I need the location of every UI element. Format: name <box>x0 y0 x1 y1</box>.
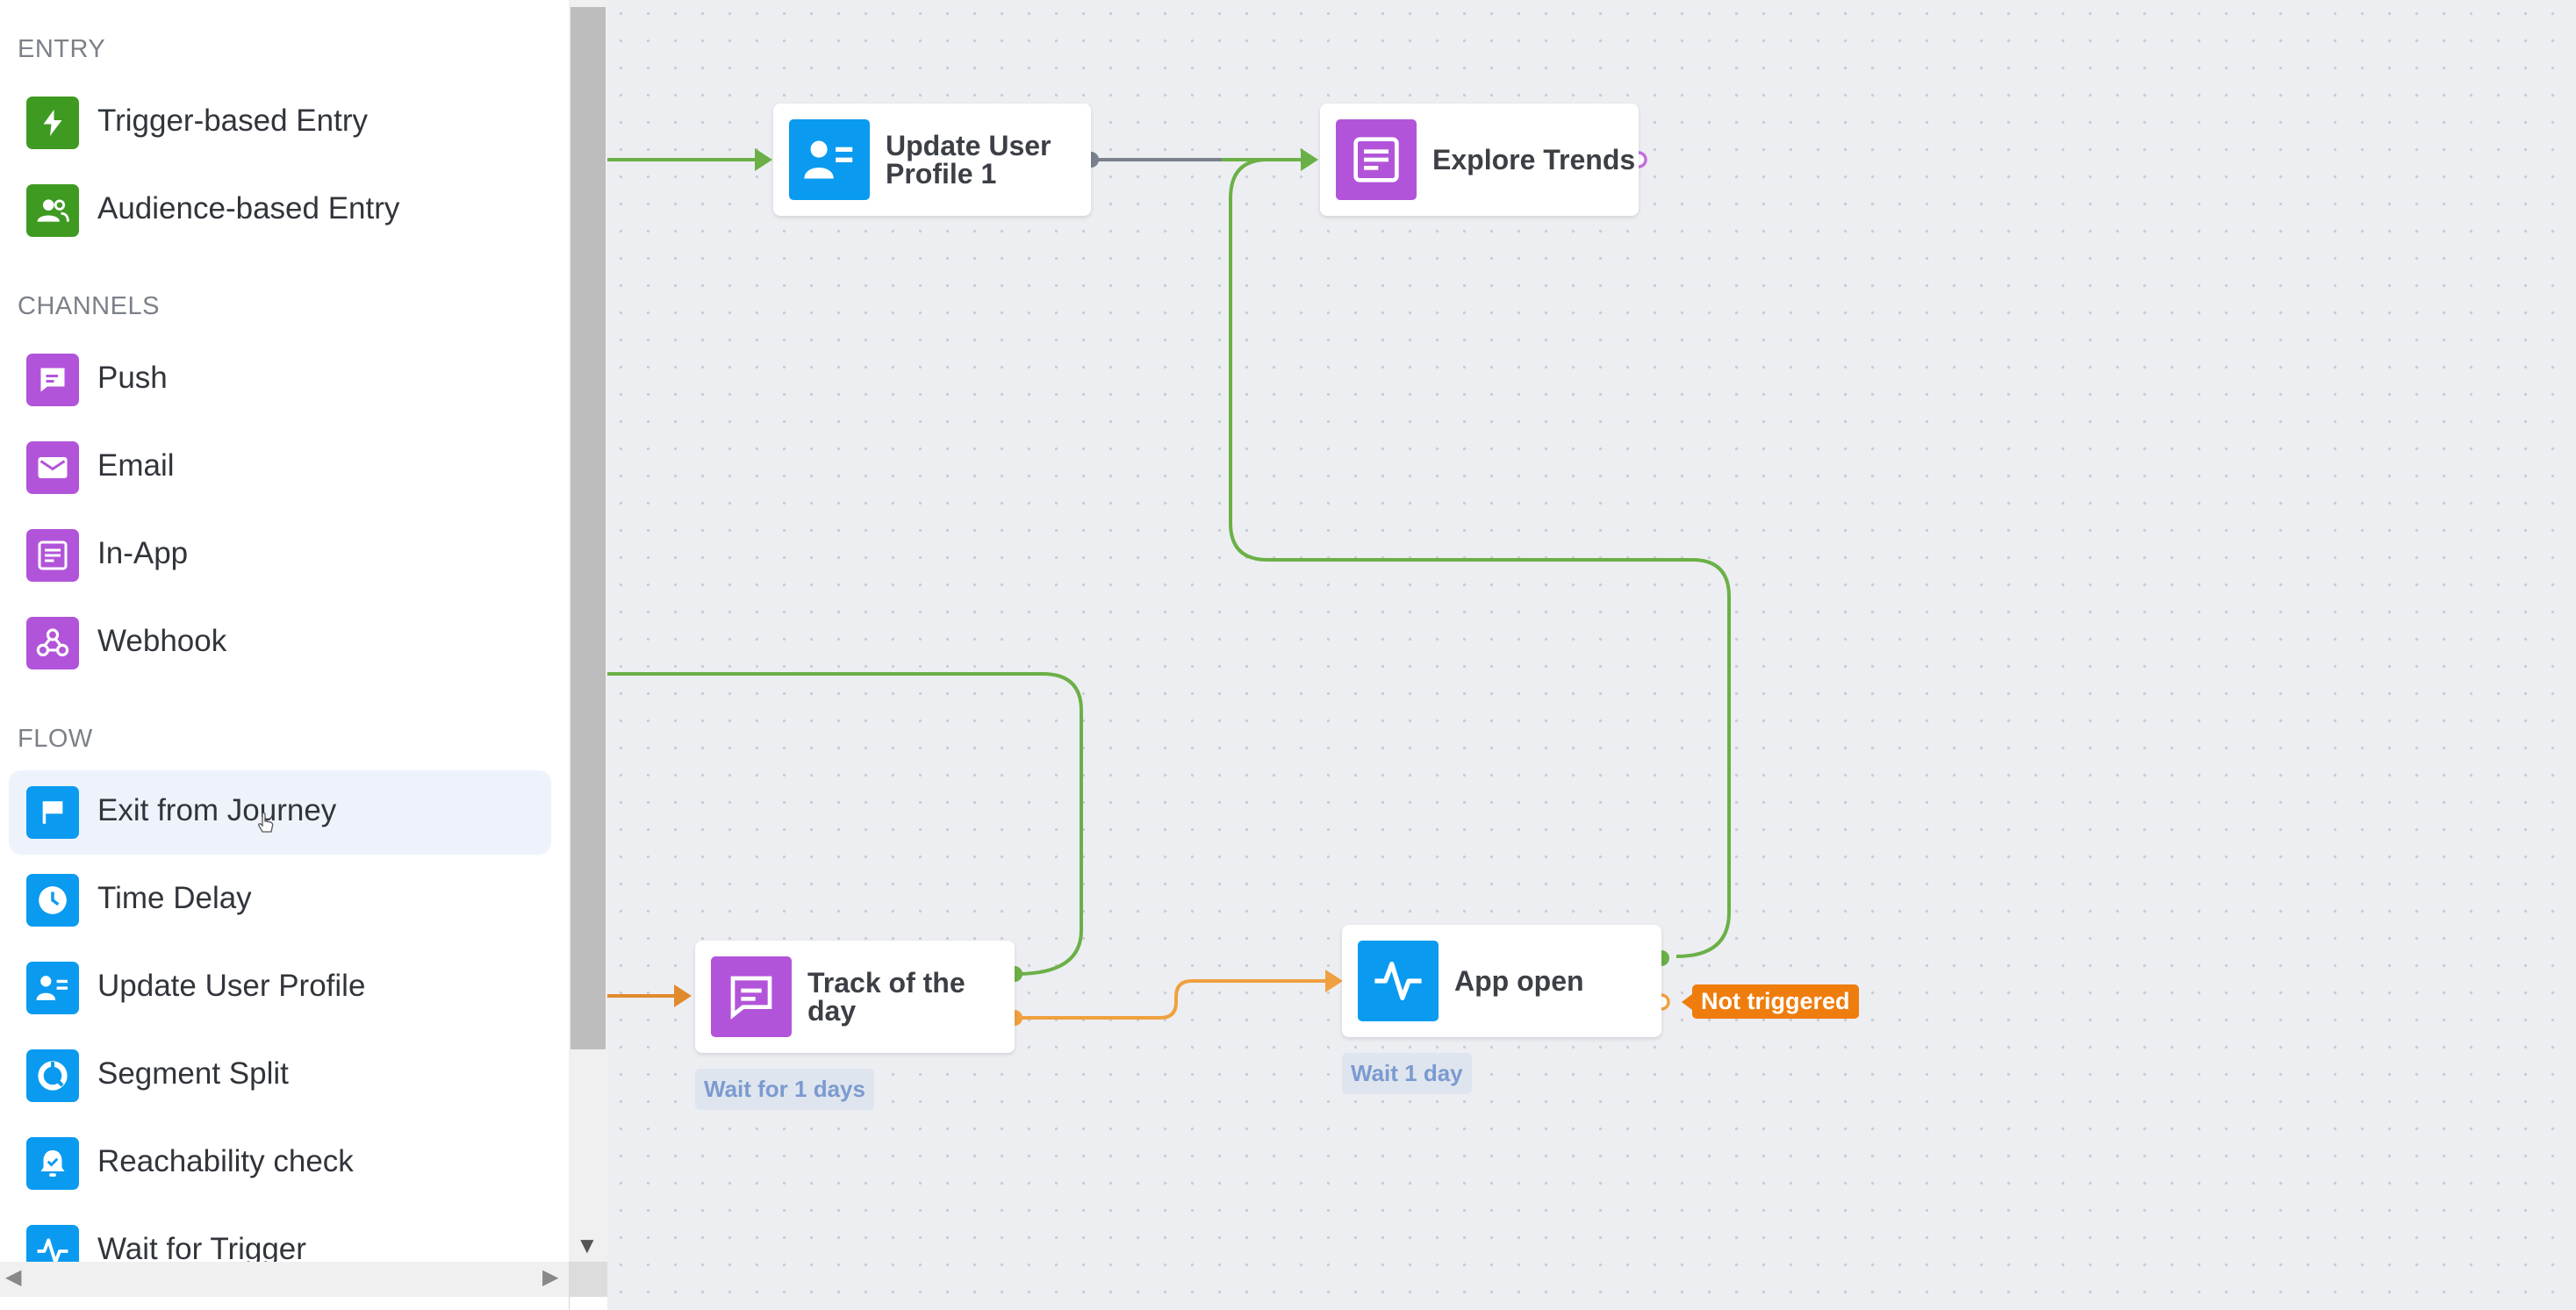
palette-item-label: Audience-based Entry <box>97 191 400 225</box>
arrowhead-icon <box>755 148 772 171</box>
segment-split-icon <box>26 1049 79 1102</box>
node-explore-trends[interactable]: Explore Trends <box>1320 104 1639 216</box>
palette-item-in-app[interactable]: In-App <box>9 513 551 598</box>
user-profile-icon <box>26 962 79 1014</box>
node-track-of-the-day[interactable]: Track of the day <box>695 941 1015 1053</box>
wait-badge: Wait for 1 days <box>695 1069 874 1110</box>
clock-icon <box>26 874 79 927</box>
connection-track-of-day-yes[interactable] <box>607 672 1083 976</box>
push-icon <box>26 354 79 406</box>
user-profile-icon <box>789 119 870 200</box>
node-update-user-profile[interactable]: Update User Profile 1 <box>773 104 1091 216</box>
palette-item-audience-based-entry[interactable]: Audience-based Entry <box>9 168 551 253</box>
in-app-icon <box>1336 119 1417 200</box>
palette-item-wait-for-trigger[interactable]: Wait for Trigger <box>9 1209 551 1293</box>
palette-item-trigger-based-entry[interactable]: Trigger-based Entry <box>9 81 551 165</box>
node-app-open[interactable]: App open <box>1342 925 1661 1037</box>
palette-item-label: Wait for Trigger <box>97 1232 306 1266</box>
palette-item-exit-from-journey[interactable]: Exit from Journey <box>9 770 551 855</box>
palette-item-time-delay[interactable]: Time Delay <box>9 858 551 942</box>
audience-icon <box>26 184 79 237</box>
section-heading-channels: CHANNELS <box>18 292 160 320</box>
scroll-down-arrow-icon[interactable]: ▼ <box>576 1232 599 1258</box>
palette-item-reachability-check[interactable]: Reachability check <box>9 1121 551 1206</box>
sidebar-horizontal-scrollbar[interactable] <box>0 1262 569 1297</box>
palette-item-webhook[interactable]: Webhook <box>9 601 551 685</box>
arrowhead-icon <box>1301 148 1318 171</box>
in-app-icon <box>26 529 79 582</box>
email-icon <box>26 441 79 494</box>
node-title-line1: Track of the <box>807 967 965 999</box>
webhook-icon <box>26 617 79 669</box>
arrowhead-icon <box>674 984 692 1007</box>
section-heading-flow: FLOW <box>18 725 93 753</box>
hand-cursor-icon <box>258 812 274 833</box>
node-title-line1: Update User <box>886 130 1051 161</box>
palette-item-label: Trigger-based Entry <box>97 104 368 138</box>
palette-item-label: Push <box>97 361 168 395</box>
palette-item-label: Webhook <box>97 624 227 658</box>
palette-item-push[interactable]: Push <box>9 338 551 422</box>
arrowhead-icon <box>1325 970 1343 992</box>
node-title-line2: day <box>807 995 857 1027</box>
push-icon <box>711 956 792 1037</box>
not-triggered-badge[interactable]: Not triggered <box>1682 984 1859 1019</box>
connection-app-open-yes-to-explore-trends[interactable] <box>1229 158 1731 958</box>
palette-item-label: Segment Split <box>97 1056 289 1091</box>
journey-canvas[interactable]: Update User Profile 1 Explore Trends Tra… <box>607 0 2576 1310</box>
node-palette-sidebar: ENTRY Trigger-based Entry Audience-based… <box>0 0 570 1310</box>
palette-item-label: Time Delay <box>97 881 252 915</box>
flag-icon <box>26 786 79 839</box>
lightning-icon <box>26 97 79 149</box>
palette-item-label: In-App <box>97 536 189 570</box>
wait-badge: Wait 1 day <box>1342 1053 1472 1094</box>
palette-item-label: Email <box>97 448 175 483</box>
scrollbar-corner <box>569 1262 607 1297</box>
palette-item-label: Exit from Journey <box>97 793 337 827</box>
section-heading-entry: ENTRY <box>18 35 106 63</box>
node-title: Explore Trends <box>1432 144 1636 175</box>
palette-item-segment-split[interactable]: Segment Split <box>9 1034 551 1118</box>
palette-item-label: Reachability check <box>97 1144 354 1178</box>
bell-check-icon <box>26 1137 79 1190</box>
palette-item-update-user-profile[interactable]: Update User Profile <box>9 946 551 1030</box>
node-title: App open <box>1454 965 1584 997</box>
pulse-icon <box>1358 941 1439 1021</box>
sidebar-scroll-thumb[interactable] <box>570 7 606 1049</box>
palette-item-email[interactable]: Email <box>9 426 551 510</box>
palette-item-label: Update User Profile <box>97 969 366 1003</box>
node-title-line2: Profile 1 <box>886 158 997 190</box>
scroll-left-arrow-icon[interactable]: ◀ <box>5 1265 22 1289</box>
scroll-right-arrow-icon[interactable]: ▶ <box>542 1265 559 1289</box>
connection-track-of-day-no-to-app-open[interactable] <box>1016 979 1325 1020</box>
